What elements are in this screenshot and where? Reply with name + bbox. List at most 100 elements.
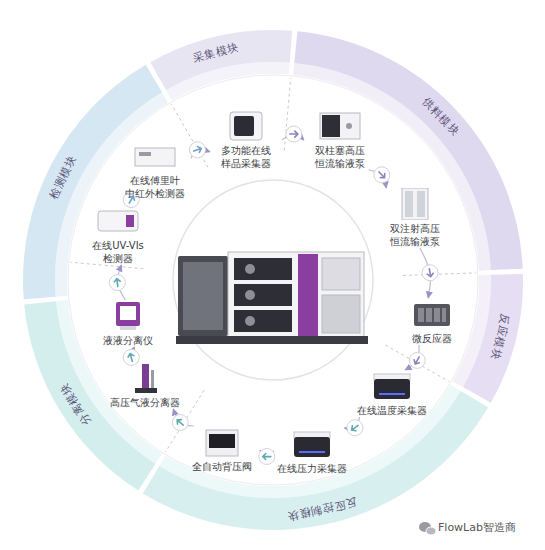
badge-circle bbox=[409, 352, 425, 368]
device-icon-part bbox=[230, 112, 262, 140]
device-icon-group bbox=[206, 430, 238, 456]
module-label: 反应控制模块 bbox=[285, 494, 359, 524]
device-box: 在线傅里叶 中红外检测器 bbox=[119, 140, 191, 200]
badge-circle bbox=[172, 415, 188, 431]
module-band-outer bbox=[24, 301, 155, 490]
device-icon-part bbox=[234, 116, 254, 136]
device-icon-group bbox=[230, 112, 262, 140]
device-icon bbox=[107, 362, 183, 394]
instrument-knob bbox=[245, 290, 255, 300]
badge-arrow bbox=[377, 170, 387, 180]
device-box: 微反应器 bbox=[402, 298, 462, 345]
device-icon-part bbox=[120, 306, 136, 320]
module-band-group bbox=[293, 31, 523, 270]
device-icon bbox=[379, 188, 451, 220]
device-icon-group bbox=[320, 113, 360, 139]
device-icon-part bbox=[135, 388, 157, 393]
badge-circle bbox=[422, 265, 438, 281]
device-icon bbox=[119, 140, 191, 172]
device-icon-part bbox=[294, 437, 330, 457]
device-box: 高压气液分离器 bbox=[107, 362, 183, 409]
module-label: 反应模块 bbox=[487, 312, 513, 362]
badge-circle bbox=[259, 448, 275, 464]
module-band-group bbox=[150, 30, 292, 101]
badge-arrow bbox=[193, 146, 202, 154]
module-band-inner bbox=[166, 62, 290, 101]
module-band-inner bbox=[56, 300, 162, 464]
device-box: 多功能在线 样品采集器 bbox=[210, 110, 282, 170]
device-box: 双柱塞高压 恒流输液泵 bbox=[304, 110, 376, 170]
inner-ring bbox=[68, 75, 478, 485]
badge-arrow bbox=[426, 268, 433, 277]
sector-divider bbox=[403, 273, 476, 276]
flow-connector bbox=[260, 450, 274, 456]
device-box: 全自动背压阀 bbox=[184, 426, 260, 473]
module-band-outer bbox=[150, 30, 292, 90]
device-box: 在线UV-VIs 检测器 bbox=[86, 205, 150, 265]
device-icon-part bbox=[424, 308, 426, 322]
instrument-knob bbox=[245, 316, 255, 326]
module-label: 检测模块 bbox=[45, 153, 80, 203]
module-label: 供料模块 bbox=[419, 95, 463, 140]
device-icon-part bbox=[142, 364, 149, 388]
device-icon-part bbox=[116, 302, 140, 326]
device-icon bbox=[304, 110, 376, 142]
device-label: 微反应器 bbox=[402, 332, 462, 345]
module-band-outer bbox=[294, 31, 522, 270]
flow-connector bbox=[282, 134, 304, 140]
flow-arrow-badge bbox=[347, 420, 363, 436]
instrument-pump bbox=[234, 258, 292, 280]
module-band-inner bbox=[452, 275, 491, 387]
sector-divider bbox=[284, 78, 290, 151]
device-icon-group bbox=[135, 364, 157, 393]
badge-circle bbox=[109, 275, 125, 291]
device-icon-part bbox=[151, 370, 154, 388]
watermark: FlowLab智造商 bbox=[438, 520, 516, 535]
instrument-module bbox=[322, 258, 360, 290]
flow-arrow-badge bbox=[259, 448, 275, 464]
badge-arrow bbox=[114, 278, 121, 287]
device-icon-group bbox=[135, 148, 175, 166]
device-icon-group bbox=[294, 432, 330, 457]
module-band-inner bbox=[159, 385, 460, 498]
device-icon-part bbox=[209, 434, 235, 448]
module-label: 分离模块 bbox=[55, 380, 93, 429]
device-icon-part bbox=[206, 430, 238, 456]
device-icon-part bbox=[405, 191, 413, 217]
device-label: 全自动背压阀 bbox=[184, 460, 260, 473]
device-icon-group bbox=[414, 304, 450, 326]
device-icon-part bbox=[374, 379, 410, 399]
flow-connector bbox=[344, 417, 359, 429]
instrument-panel bbox=[298, 254, 318, 336]
device-label: 在线温度采集器 bbox=[356, 404, 428, 417]
flow-connector bbox=[369, 170, 386, 188]
sector-divider bbox=[172, 104, 209, 167]
badge-circle bbox=[347, 420, 363, 436]
device-icon-part bbox=[299, 451, 325, 453]
module-label: 采集模块 bbox=[191, 40, 241, 66]
device-box: 在线温度采集器 bbox=[356, 370, 428, 417]
device-icon-part bbox=[320, 113, 360, 139]
flow-arrow-badge bbox=[109, 275, 125, 291]
device-label: 在线傅里叶 中红外检测器 bbox=[119, 174, 191, 200]
module-band-group bbox=[24, 300, 162, 491]
badge-circle bbox=[286, 126, 302, 142]
device-icon bbox=[210, 110, 282, 142]
device-icon-part bbox=[440, 308, 442, 322]
badge-circle bbox=[189, 142, 205, 158]
device-box: 双注射高压 恒流输液泵 bbox=[379, 188, 451, 248]
device-icon-part bbox=[432, 308, 434, 322]
badge-circle bbox=[123, 349, 139, 365]
instrument-pump bbox=[234, 284, 292, 306]
device-icon bbox=[274, 428, 350, 460]
flow-arrow-badge bbox=[123, 349, 139, 365]
